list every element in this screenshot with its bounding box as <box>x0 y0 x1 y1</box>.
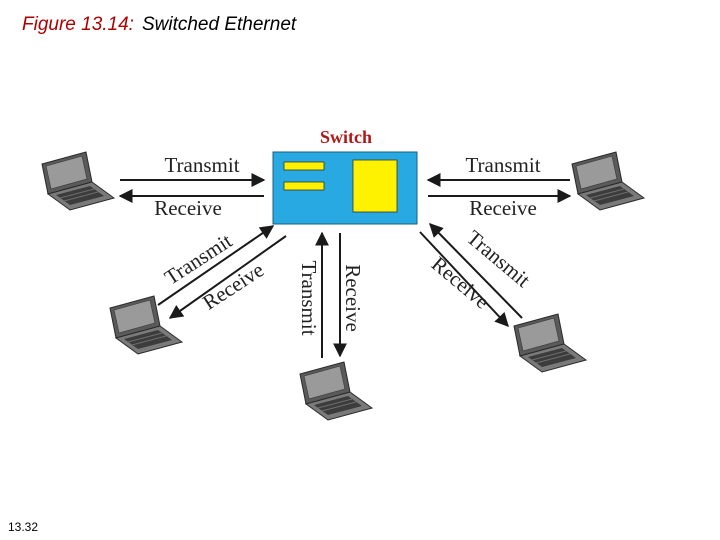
figure-number: Figure 13.14: <box>22 14 134 35</box>
lower-left-receive-arrow <box>168 235 287 319</box>
left-receive-label: Receive <box>154 196 222 220</box>
right-receive-label: Receive <box>469 196 537 220</box>
laptop-icon-left <box>41 151 115 211</box>
switch-port-2 <box>283 181 325 191</box>
right-transmit-label: Transmit <box>465 153 540 177</box>
laptop-icon-lower-right <box>513 313 587 373</box>
switch: Switch <box>272 127 418 225</box>
bottom-receive-label: Receive <box>341 264 365 332</box>
switch-port-1 <box>283 161 325 171</box>
figure-title: Figure 13.14: Switched Ethernet <box>22 14 296 36</box>
bottom-transmit-label: Transmit <box>297 260 321 335</box>
switch-port-block <box>352 159 398 213</box>
figure-caption: Switched Ethernet <box>141 14 297 35</box>
lower-right-transmit-arrow <box>429 222 523 319</box>
page-number: 13.32 <box>8 520 39 534</box>
switch-label: Switch <box>320 127 372 147</box>
laptop-icon-lower-left <box>109 295 183 355</box>
left-transmit-label: Transmit <box>164 153 239 177</box>
lower-left-transmit-arrow <box>157 225 275 306</box>
laptop-icon-bottom <box>299 361 373 421</box>
laptop-icon-right <box>571 151 645 211</box>
lower-right-receive-arrow <box>419 231 509 328</box>
